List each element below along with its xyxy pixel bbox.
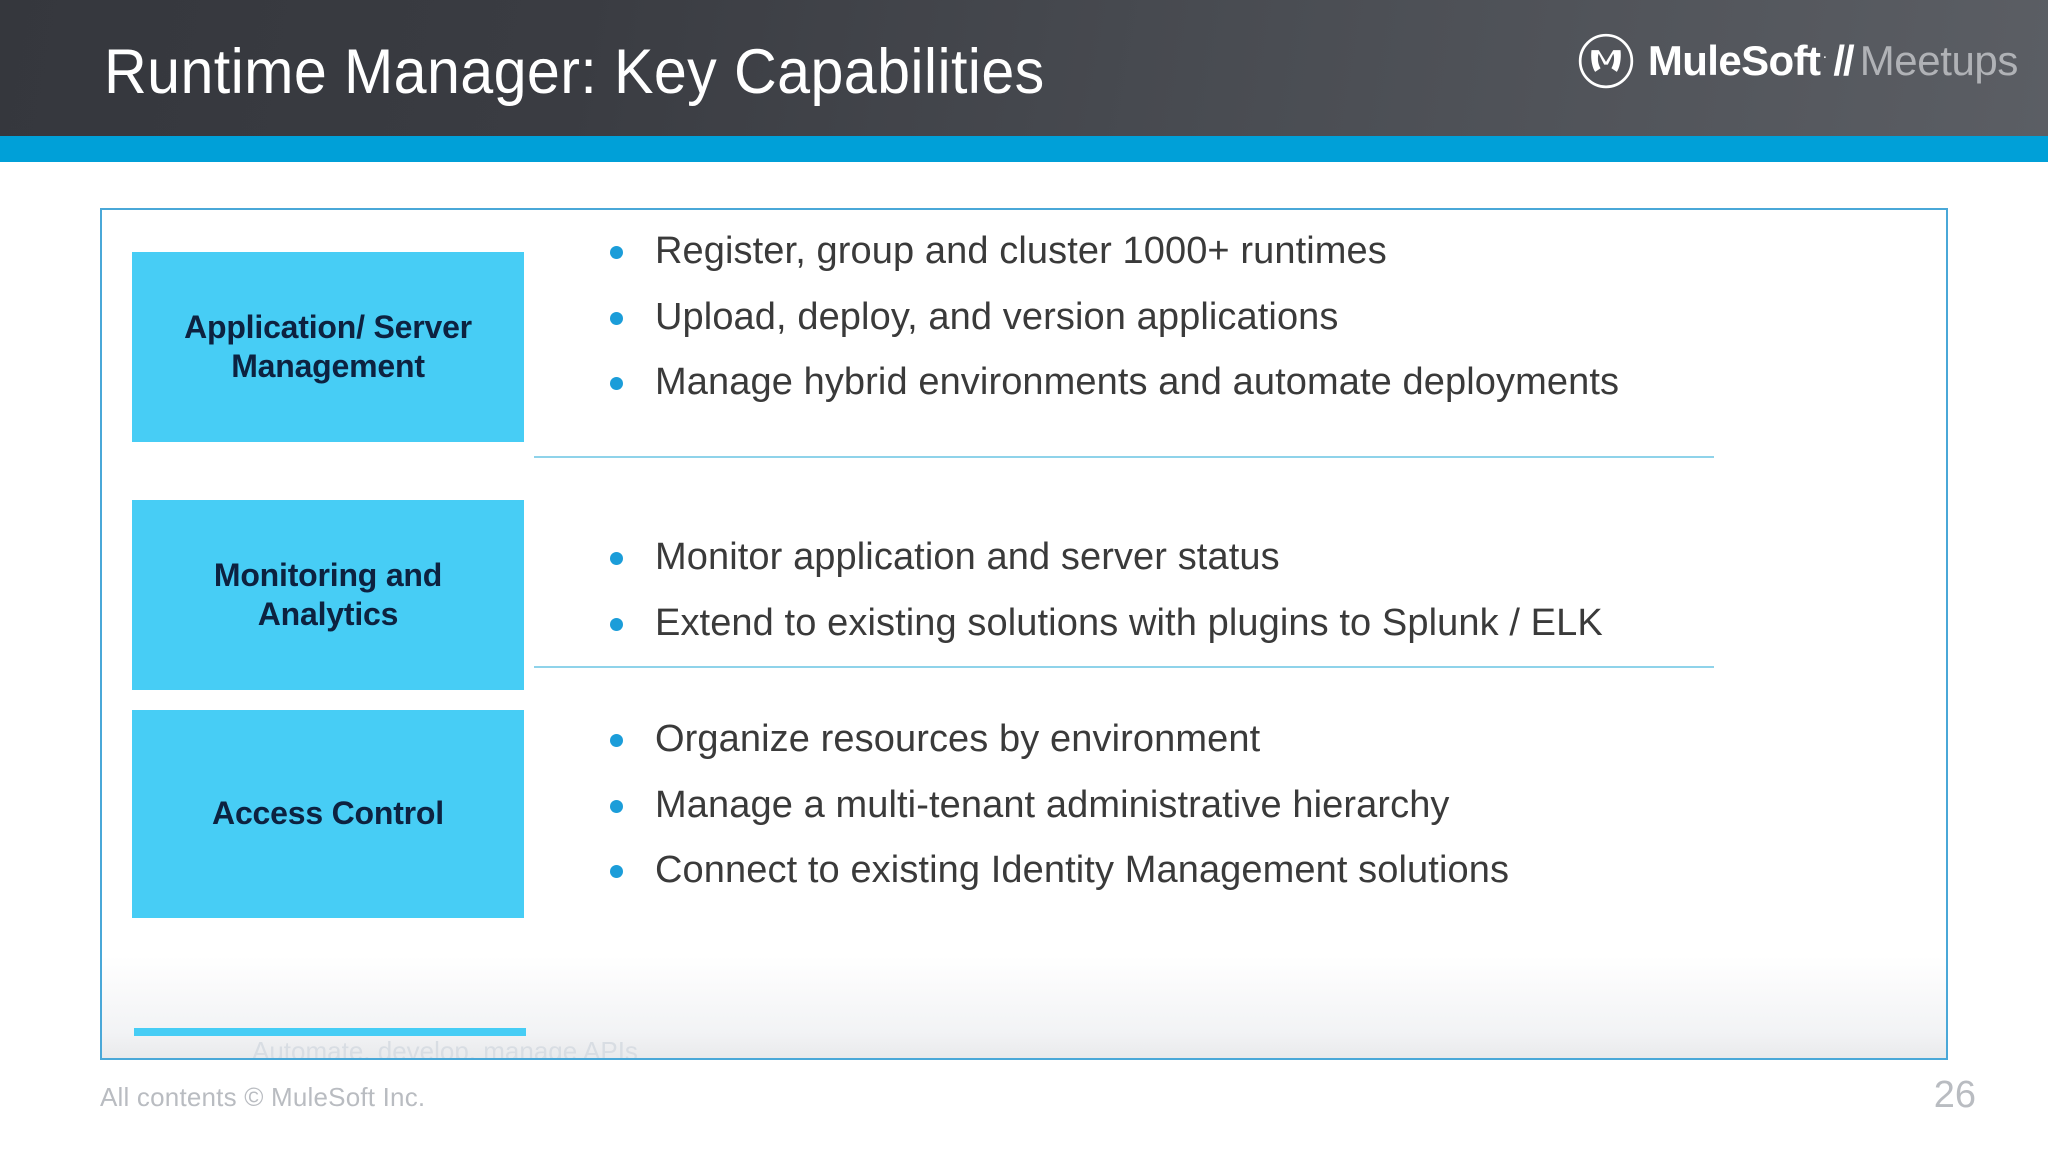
- list-item: Register, group and cluster 1000+ runtim…: [610, 230, 1619, 274]
- brand-lockup: MuleSoft · // Meetups: [1577, 30, 2018, 92]
- mulesoft-m-circle-icon: [1577, 32, 1635, 90]
- capability-box-application-server-management: Application/ Server Management: [132, 252, 524, 442]
- capability-box-access-control: Access Control: [132, 710, 524, 918]
- capability-box-label: Access Control: [212, 795, 444, 832]
- bullet-label: Manage hybrid environments and automate …: [655, 361, 1620, 404]
- brand-registered-mark: ·: [1822, 48, 1828, 65]
- page-title: Runtime Manager: Key Capabilities: [104, 37, 1045, 107]
- section-divider: [534, 666, 1714, 668]
- bullet-label: Organize resources by environment: [655, 718, 1261, 760]
- brand-sub-name: Meetups: [1859, 37, 2019, 84]
- capability-box-monitoring-and-analytics: Monitoring and Analytics: [132, 500, 524, 690]
- list-item: Organize resources by environment: [610, 718, 1509, 762]
- bullet-label: Upload, deploy, and version applications: [655, 295, 1339, 338]
- cut-off-row: Automate, develop, manage APIs: [102, 1028, 1946, 1058]
- bullet-dot-icon: [610, 617, 623, 631]
- bullet-dot-icon: [610, 311, 623, 325]
- bullet-list-access-control: Organize resources by environment Manage…: [610, 718, 1509, 893]
- bullet-dot-icon: [610, 799, 623, 813]
- capability-box-label: Monitoring and Analytics: [213, 556, 443, 632]
- bullet-dot-icon: [610, 734, 623, 747]
- list-item: Manage hybrid environments and automate …: [610, 361, 1619, 405]
- slide-header: Runtime Manager: Key Capabilities MuleSo…: [0, 0, 2048, 136]
- bullet-label: Manage a multi-tenant administrative hie…: [655, 783, 1450, 826]
- cut-off-row-label: Automate, develop, manage APIs: [252, 1036, 638, 1058]
- bullet-list-monitoring-and-analytics: Monitor application and server status Ex…: [610, 536, 1603, 645]
- capabilities-panel: Application/ Server Management Register,…: [100, 208, 1948, 1060]
- section-divider: [534, 456, 1714, 458]
- bullet-dot-icon: [610, 246, 623, 259]
- bullet-dot-icon: [610, 865, 623, 879]
- brand-wordmark: MuleSoft · // Meetups: [1647, 37, 2019, 85]
- list-item: Manage a multi-tenant administrative hie…: [610, 784, 1509, 828]
- bullet-label: Extend to existing solutions with plugin…: [655, 601, 1603, 644]
- bullet-label: Register, group and cluster 1000+ runtim…: [655, 230, 1387, 272]
- bullet-label: Connect to existing Identity Management …: [655, 849, 1510, 892]
- header-accent-bar: [0, 136, 2048, 162]
- capability-box-label: Application/ Server Management: [184, 308, 472, 384]
- cut-off-capability-box: [134, 1028, 526, 1036]
- brand-separator: //: [1833, 37, 1854, 84]
- footer-copyright: All contents © MuleSoft Inc.: [100, 1082, 426, 1112]
- list-item: Extend to existing solutions with plugin…: [610, 602, 1603, 646]
- list-item: Connect to existing Identity Management …: [610, 849, 1509, 893]
- brand-name: MuleSoft: [1647, 37, 1821, 84]
- list-item: Monitor application and server status: [610, 536, 1603, 580]
- list-item: Upload, deploy, and version applications: [610, 296, 1619, 340]
- bullet-dot-icon: [610, 377, 623, 391]
- bullet-dot-icon: [610, 552, 623, 565]
- bullet-label: Monitor application and server status: [655, 536, 1280, 578]
- footer-page-number: 26: [1933, 1074, 1976, 1116]
- bullet-list-application-server-management: Register, group and cluster 1000+ runtim…: [610, 230, 1619, 405]
